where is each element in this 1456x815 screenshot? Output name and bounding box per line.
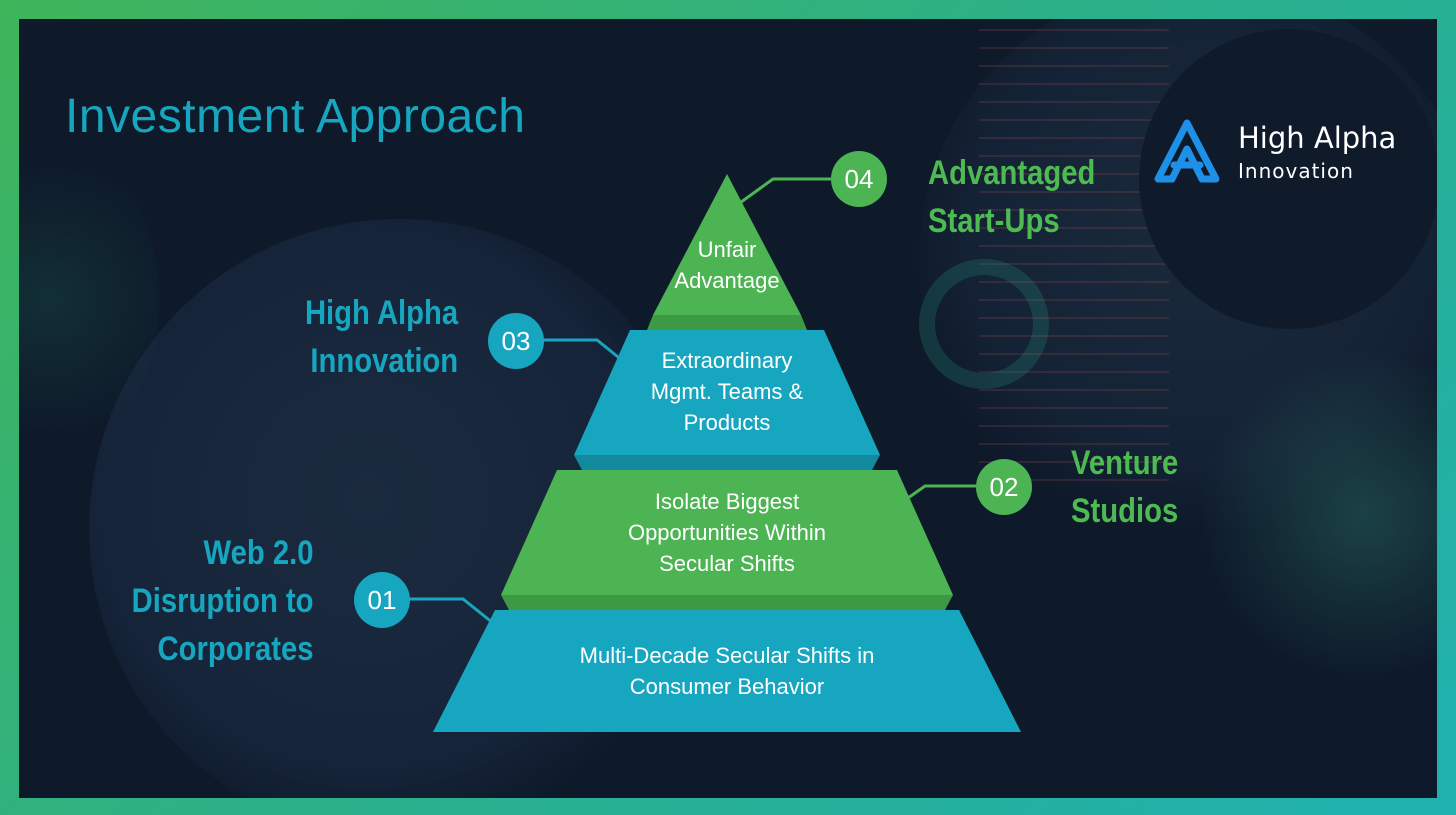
badge-04: 04 [831, 151, 887, 207]
label-web-2-disruption: Web 2.0 Disruption to Corporates [132, 534, 314, 668]
connector-02 [900, 484, 976, 505]
connector-03 [541, 338, 624, 363]
logo-name: High Alpha [1238, 120, 1397, 155]
pyramid-tier-3 [574, 330, 880, 455]
badge-03: 03 [488, 313, 544, 369]
tier-4-text: Unfair Advantage [674, 237, 780, 293]
label-venture-studios: Venture Studios [1071, 444, 1179, 530]
slide: Investment Approach High Alpha Innovatio… [19, 19, 1437, 798]
tier-2-text: Isolate Biggest Opportunities Within Sec… [627, 489, 827, 576]
pyramid-tier-2-base [501, 595, 953, 610]
pyramid-tier-1 [433, 610, 1021, 732]
connector-01 [409, 597, 494, 625]
background-ticker-lines [979, 29, 1169, 489]
label-advantaged-start-ups: Advantaged Start-Ups [928, 154, 1096, 240]
pyramid-tier-2 [501, 470, 953, 595]
slide-title: Investment Approach [65, 90, 526, 143]
pyramid-tier-4-base [647, 315, 807, 330]
connector-04 [736, 177, 831, 207]
logo-backdrop-circle [1139, 29, 1437, 329]
logo-subtitle: Innovation [1238, 158, 1354, 183]
badge-01: 01 [354, 572, 410, 628]
pyramid-tier-4 [653, 174, 801, 315]
label-high-alpha-innovation: High Alpha Innovation [304, 294, 458, 380]
high-alpha-logo: High Alpha Innovation [1152, 119, 1396, 185]
high-alpha-logo-icon [1154, 119, 1220, 183]
tier-1-text: Multi-Decade Secular Shifts in Consumer … [579, 643, 875, 699]
pyramid-diagram [409, 174, 1021, 732]
badge-02: 02 [976, 459, 1032, 515]
pyramid-tier-3-base [574, 455, 880, 470]
tier-3-text: Extraordinary Mgmt. Teams & Products [650, 348, 804, 435]
